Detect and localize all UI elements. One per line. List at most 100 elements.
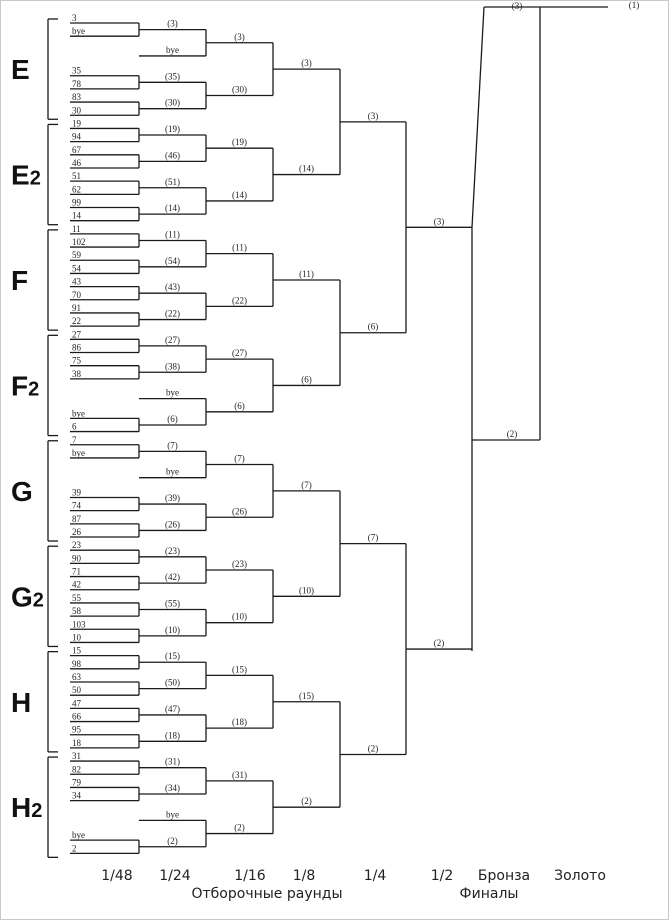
round-label-gold: Золото: [554, 868, 606, 884]
group-letter: F: [11, 265, 28, 296]
result-label: (7): [167, 440, 178, 450]
result-label: (2): [301, 796, 312, 806]
result-label: (19): [232, 137, 247, 147]
seed-label: 26: [72, 527, 82, 537]
result-label: (22): [165, 309, 180, 319]
seed-label: bye: [72, 830, 85, 840]
round-label-1-24: 1/24: [159, 868, 191, 884]
result-label: (14): [232, 190, 247, 200]
seed-label: 31: [72, 751, 81, 761]
result-label: (2): [434, 638, 445, 648]
result-label: (50): [165, 678, 180, 688]
result-label: (19): [165, 124, 180, 134]
result-label: (15): [165, 651, 180, 661]
result-label: (11): [165, 229, 180, 239]
result-label: (3): [434, 216, 445, 226]
result-label: (6): [368, 322, 379, 332]
seed-label: 42: [72, 580, 81, 590]
result-label: (27): [165, 335, 180, 345]
group-letter: H: [11, 687, 31, 718]
seed-label: 74: [72, 501, 82, 511]
result-label: (26): [165, 519, 180, 529]
tournament-bracket: 3bye357883301994674651629914111025954437…: [11, 0, 640, 858]
result-label: (46): [165, 150, 180, 160]
seed-label: 79: [72, 777, 82, 787]
result-label: (39): [165, 493, 180, 503]
result-label: (14): [299, 164, 314, 174]
seed-label: 67: [72, 145, 82, 155]
result-label: (35): [165, 71, 180, 81]
result-label: (10): [165, 625, 180, 635]
seed-label: 82: [72, 764, 81, 774]
seed-label: 51: [72, 171, 81, 181]
seed-label: 39: [72, 487, 82, 497]
seed-label: 7: [72, 435, 77, 445]
result-label: bye: [166, 388, 179, 398]
result-label: (31): [232, 770, 247, 780]
result-label: (43): [165, 282, 180, 292]
result-label: (7): [234, 454, 245, 464]
seed-label: 34: [72, 791, 82, 801]
result-label: (47): [165, 704, 180, 714]
seed-label: 63: [72, 672, 82, 682]
seed-label: 62: [72, 184, 81, 194]
seed-label: 95: [72, 725, 82, 735]
result-label: (22): [232, 295, 247, 305]
group-letter: G: [11, 476, 33, 507]
seed-label: 90: [72, 553, 82, 563]
result-label: (15): [232, 664, 247, 674]
seed-label: 66: [72, 712, 82, 722]
round-label-1-2: 1/2: [430, 868, 454, 884]
final-result: (2): [507, 429, 518, 439]
seed-label: 70: [72, 290, 82, 300]
result-label: (10): [299, 585, 314, 595]
result-label: (3): [368, 111, 379, 121]
seed-label: 102: [72, 237, 86, 247]
result-label: (6): [234, 401, 245, 411]
group-letter: H2: [11, 792, 42, 823]
result-label: (3): [167, 19, 178, 29]
seed-label: 54: [72, 263, 82, 273]
result-label: (2): [234, 823, 245, 833]
bronze-connector: [471, 6, 485, 228]
seed-label: 103: [72, 619, 86, 629]
result-label: (6): [301, 374, 312, 384]
group-letter: E2: [11, 160, 41, 191]
result-label: (30): [165, 98, 180, 108]
result-label: (42): [165, 572, 180, 582]
seed-label: 2: [72, 843, 77, 853]
result-label: (18): [165, 730, 180, 740]
seed-label: 71: [72, 567, 81, 577]
result-label: (55): [165, 599, 180, 609]
result-label: (30): [232, 84, 247, 94]
round-labels: 1/48 1/24 1/16 1/8 1/4 1/2 Бронза Золото…: [0, 860, 669, 920]
qualifying-rounds-label: Отборочные раунды: [191, 886, 343, 902]
result-label: (11): [299, 269, 314, 279]
result-label: (10): [232, 612, 247, 622]
result-label: (7): [368, 533, 379, 543]
seed-label: bye: [72, 26, 85, 36]
result-label: (34): [165, 783, 180, 793]
seed-label: 59: [72, 250, 82, 260]
seed-label: 18: [72, 738, 82, 748]
seed-label: bye: [72, 448, 85, 458]
bronze-result: (3): [512, 1, 523, 11]
seed-label: 30: [72, 105, 82, 115]
result-label: bye: [166, 809, 179, 819]
seed-label: 6: [72, 422, 77, 432]
seed-label: 78: [72, 79, 82, 89]
result-label: (15): [299, 691, 314, 701]
round-label-1-8: 1/8: [292, 868, 316, 884]
result-label: (2): [368, 743, 379, 753]
seed-label: 99: [72, 198, 82, 208]
gold-result: (1): [629, 0, 640, 10]
result-label: (6): [167, 414, 178, 424]
round-label-1-16: 1/16: [234, 868, 266, 884]
seed-label: 23: [72, 540, 82, 550]
seed-label: 11: [72, 224, 81, 234]
seed-label: 55: [72, 593, 82, 603]
round-label-1-48: 1/48: [101, 868, 133, 884]
seed-label: 98: [72, 659, 82, 669]
seed-label: 43: [72, 277, 82, 287]
seed-label: 27: [72, 329, 82, 339]
